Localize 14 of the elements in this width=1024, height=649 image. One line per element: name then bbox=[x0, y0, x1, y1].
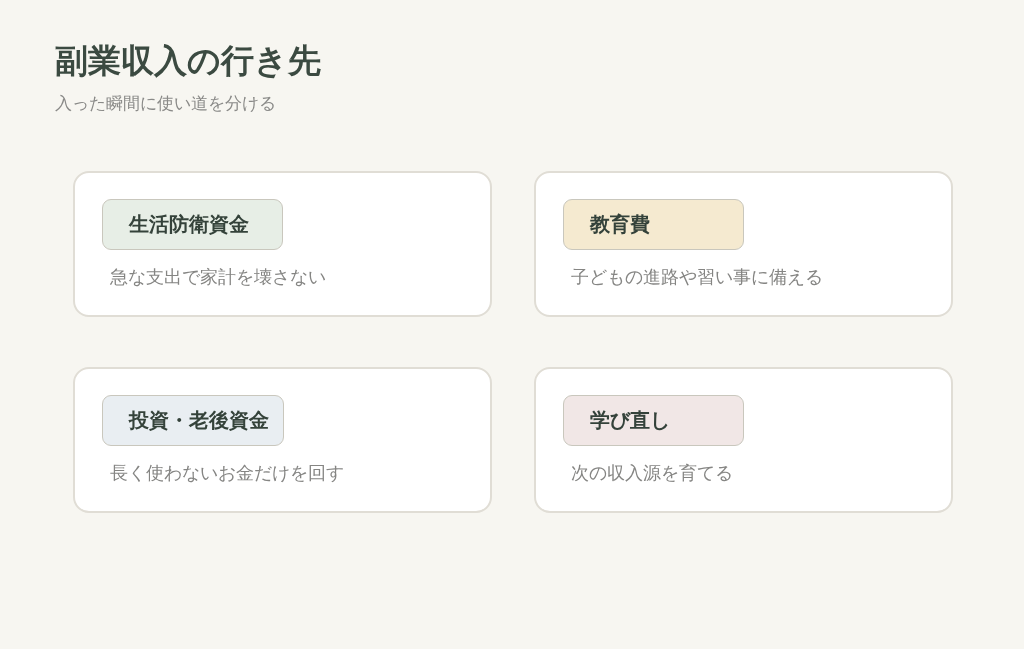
card bbox=[534, 171, 953, 317]
subtitle: 入った瞬間に使い道を分ける bbox=[55, 92, 276, 115]
description-text: 急な支出で家計を壊さない bbox=[110, 265, 326, 289]
description-text: 次の収入源を育てる bbox=[571, 461, 733, 485]
category-tag: 学び直し bbox=[563, 395, 744, 446]
description-text: 子どもの進路や習い事に備える bbox=[571, 265, 823, 289]
description-text: 長く使わないお金だけを回す bbox=[110, 461, 344, 485]
card bbox=[73, 171, 492, 317]
card bbox=[73, 367, 492, 513]
category-tag: 生活防衛資金 bbox=[102, 199, 283, 250]
category-tag: 教育費 bbox=[563, 199, 744, 250]
title: 副業収入の行き先 bbox=[55, 40, 321, 82]
card bbox=[534, 367, 953, 513]
category-tag: 投資・老後資金 bbox=[102, 395, 284, 446]
